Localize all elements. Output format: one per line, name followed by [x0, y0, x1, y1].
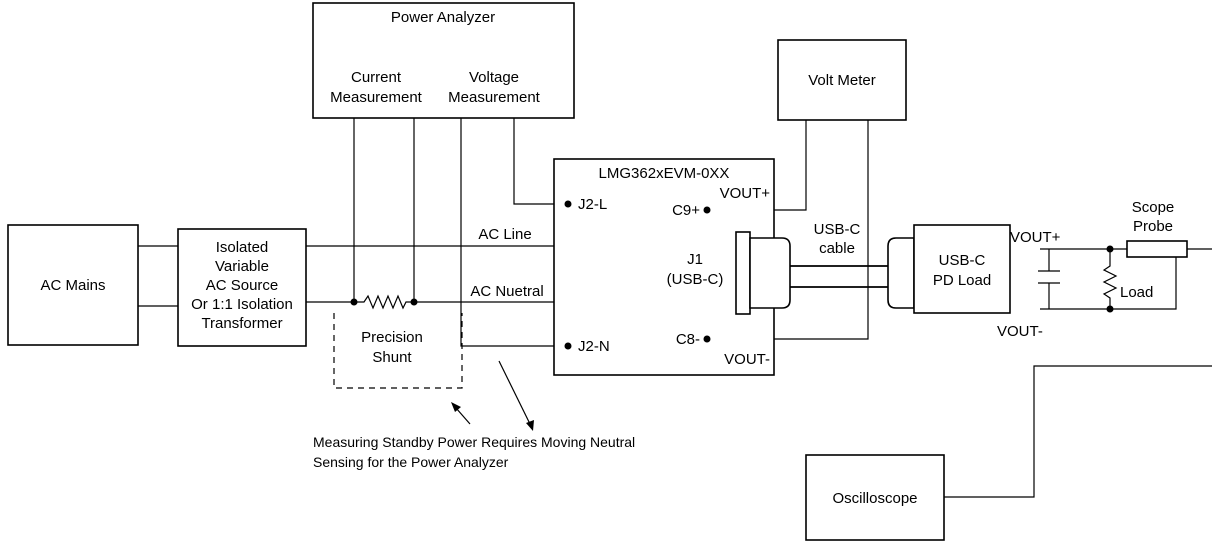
oscilloscope-wire [944, 365, 1212, 498]
note-line-1: Measuring Standby Power Requires Moving … [313, 434, 635, 450]
scope-probe-label-1: Scope [1132, 199, 1175, 216]
node-dot [410, 298, 418, 306]
ac-mains-box [7, 224, 139, 346]
usb-c-plug-left [749, 237, 791, 309]
evm-vout-plus-label: VOUT+ [720, 185, 771, 202]
power-analyzer-title: Power Analyzer [391, 9, 495, 26]
c8-label: C8- [676, 331, 700, 348]
j1-label-2: (USB-C) [667, 271, 724, 288]
output-vout-minus-label: VOUT- [997, 323, 1043, 340]
voltage-measurement-label-1: Voltage [469, 69, 519, 86]
c9-label: C9+ [672, 202, 700, 219]
c9-terminal-dot [703, 206, 711, 214]
oscilloscope-label: Oscilloscope [832, 490, 917, 507]
note-arrowhead-shunt [451, 402, 461, 412]
shunt-resistor [354, 294, 414, 310]
usb-c-connector [735, 231, 751, 315]
ac-line-label: AC Line [478, 226, 531, 243]
cable-label-1: USB-C [814, 221, 861, 238]
load-resistor [1102, 249, 1118, 309]
pd-load-box [913, 224, 1011, 314]
ac-neutral-label: AC Nuetral [470, 283, 543, 300]
j2l-label: J2-L [578, 196, 607, 213]
source-label-3: AC Source [206, 277, 279, 294]
scope-probe-label-2: Probe [1133, 218, 1173, 235]
ac-mains-label: AC Mains [40, 277, 105, 294]
usb-c-plug-right [887, 237, 915, 309]
evm-vout-minus-label: VOUT- [724, 351, 770, 368]
output-vout-plus-label: VOUT+ [1010, 229, 1061, 246]
node-dot [1106, 245, 1114, 253]
node-dot [350, 298, 358, 306]
volt-meter-label: Volt Meter [808, 72, 876, 89]
ac-source-box [177, 228, 307, 347]
load-label: Load [1120, 284, 1153, 301]
voltage-probe-neutral [460, 118, 568, 347]
pd-load-label-1: USB-C [939, 252, 986, 269]
shunt-label-1: Precision [361, 329, 423, 346]
source-label-2: Variable [215, 258, 269, 275]
output-minus-rail [1040, 249, 1177, 310]
source-label-5: Transformer [201, 315, 282, 332]
scope-probe-body [1126, 240, 1188, 258]
evm-title: LMG362xEVM-0XX [599, 165, 730, 182]
shunt-label-2: Shunt [372, 349, 412, 366]
cable-label-2: cable [819, 240, 855, 257]
note-line-2: Sensing for the Power Analyzer [313, 454, 509, 470]
shunt-dashed-outline [333, 313, 463, 389]
ac-neutral-wire-right [414, 301, 569, 346]
note-arrow-voltage [498, 360, 531, 425]
current-measurement-label-2: Measurement [330, 89, 423, 106]
j1-label-1: J1 [687, 251, 703, 268]
j2n-terminal-dot [564, 342, 572, 350]
j2n-label: J2-N [578, 338, 610, 355]
current-measurement-label-1: Current [351, 69, 402, 86]
power-analyzer-box [312, 2, 575, 119]
pd-load-label-2: PD Load [933, 272, 991, 289]
note-arrowhead-voltage [526, 420, 534, 431]
voltage-measurement-label-2: Measurement [448, 89, 541, 106]
source-label-1: Isolated [216, 239, 269, 256]
c8-terminal-dot [703, 335, 711, 343]
source-label-4: Or 1:1 Isolation [191, 296, 293, 313]
oscilloscope-box [805, 454, 945, 541]
j2l-terminal-dot [564, 200, 572, 208]
note-arrow-shunt [455, 407, 471, 425]
volt-meter-box [777, 39, 907, 121]
voltage-probe-line [513, 118, 568, 205]
node-dot [1106, 305, 1114, 313]
